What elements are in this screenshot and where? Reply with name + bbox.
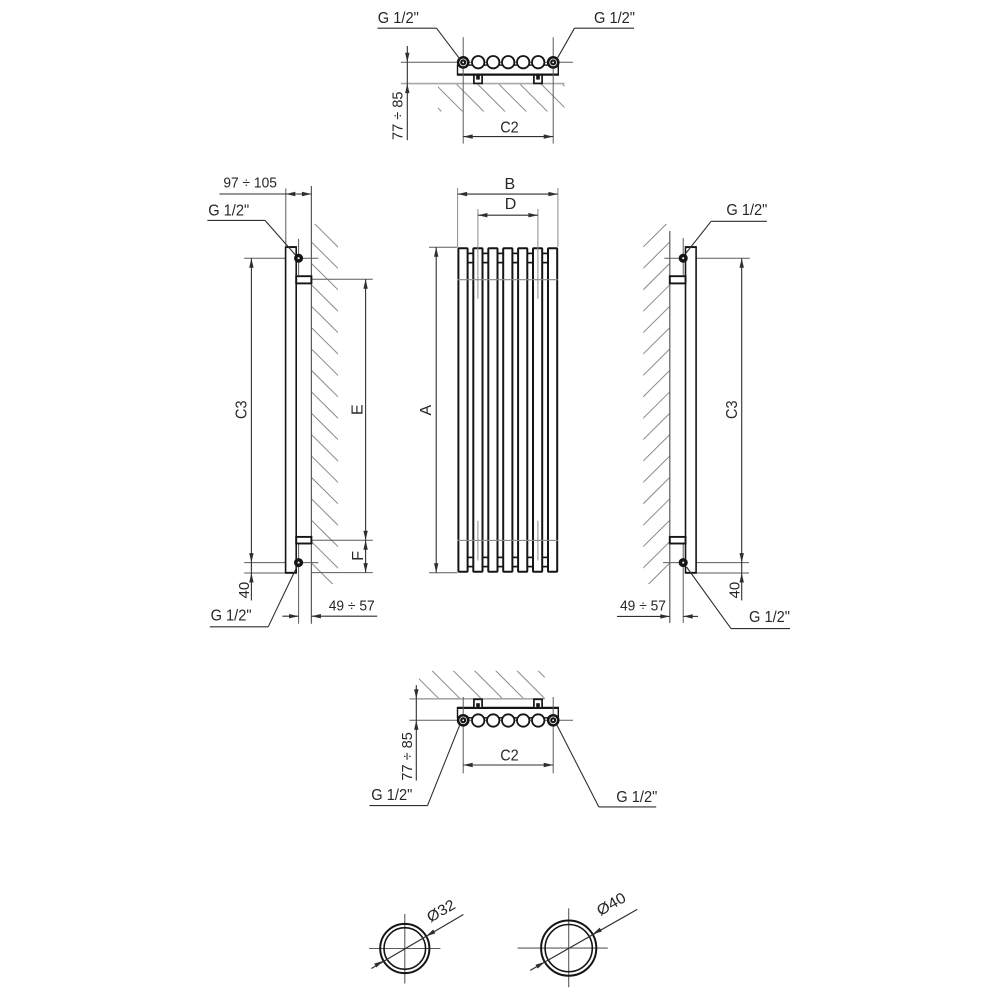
svg-text:40: 40: [726, 582, 743, 599]
svg-text:C3: C3: [724, 400, 741, 419]
svg-text:F: F: [350, 551, 367, 561]
svg-text:G 1/2": G 1/2": [378, 10, 419, 27]
svg-text:G 1/2": G 1/2": [726, 202, 767, 219]
svg-text:G 1/2": G 1/2": [208, 203, 249, 220]
svg-text:G 1/2": G 1/2": [371, 787, 412, 804]
svg-text:G 1/2": G 1/2": [749, 609, 790, 626]
svg-text:G 1/2": G 1/2": [211, 607, 252, 624]
svg-text:C3: C3: [234, 400, 251, 419]
svg-text:C2: C2: [500, 747, 519, 764]
svg-text:C2: C2: [500, 119, 519, 136]
svg-text:77 ÷ 85: 77 ÷ 85: [399, 732, 416, 781]
svg-text:49 ÷ 57: 49 ÷ 57: [329, 598, 375, 614]
svg-text:E: E: [350, 404, 367, 415]
svg-text:49 ÷ 57: 49 ÷ 57: [620, 598, 666, 614]
svg-text:G 1/2": G 1/2": [616, 789, 657, 806]
svg-text:77 ÷ 85: 77 ÷ 85: [390, 92, 407, 141]
svg-text:A: A: [418, 405, 435, 416]
svg-text:D: D: [505, 196, 517, 213]
svg-text:40: 40: [236, 582, 253, 599]
svg-text:B: B: [505, 176, 516, 193]
svg-text:97 ÷ 105: 97 ÷ 105: [223, 176, 277, 192]
svg-text:G 1/2": G 1/2": [594, 10, 635, 27]
